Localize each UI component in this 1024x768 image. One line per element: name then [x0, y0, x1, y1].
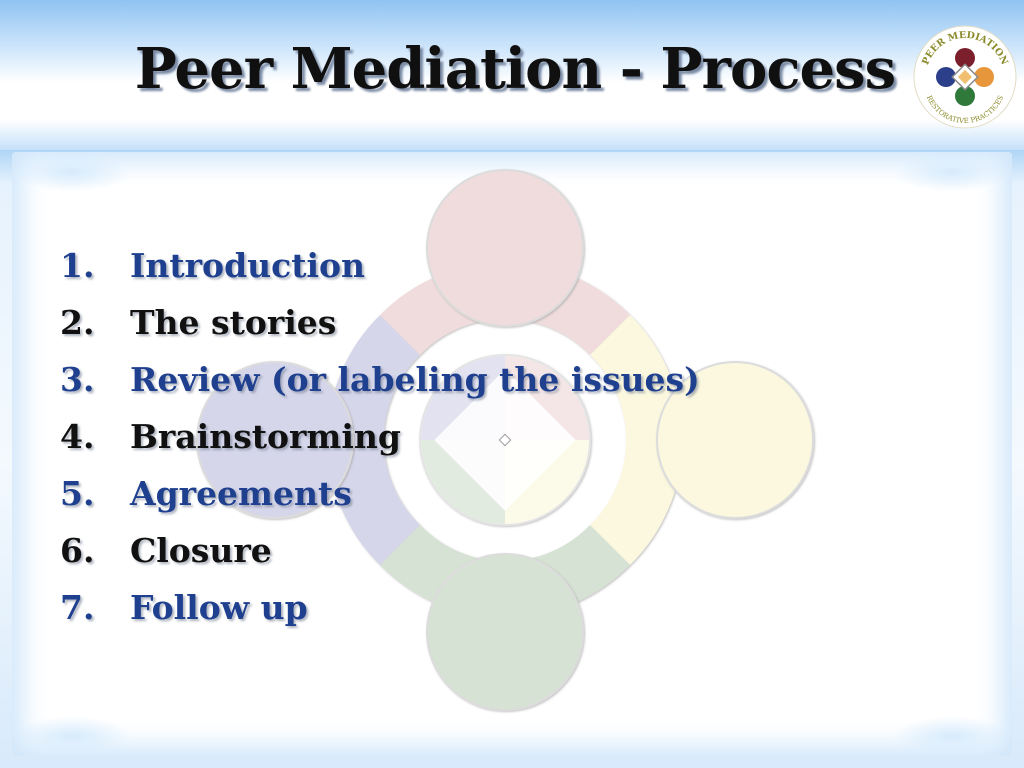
corner-glow: [892, 716, 1012, 756]
step-item: 3. Review (or labeling the issues): [60, 360, 700, 417]
step-label: Closure: [130, 531, 272, 570]
corner-glow: [12, 716, 132, 756]
process-steps-list: 1. Introduction 2. The stories 3. Review…: [60, 246, 700, 645]
circle-left: [196, 361, 354, 519]
step-number: 3.: [60, 360, 95, 399]
title-band: [0, 0, 1024, 150]
ring-segment-right: [590, 315, 683, 565]
step-label: The stories: [130, 303, 337, 342]
step-label: Introduction: [130, 246, 366, 285]
circle-right: [656, 361, 814, 519]
step-number: 2.: [60, 303, 95, 342]
step-number: 5.: [60, 474, 95, 513]
ring-segment-left: [327, 315, 420, 565]
corner-glow: [892, 152, 1012, 192]
step-item: 7. Follow up: [60, 588, 700, 645]
step-number: 6.: [60, 531, 95, 570]
step-label: Follow up: [130, 588, 308, 627]
step-label: Brainstorming: [130, 417, 401, 456]
step-number: 7.: [60, 588, 95, 627]
center-disc: [419, 354, 591, 526]
page-title: Peer Mediation - Process: [134, 36, 896, 102]
corner-glow: [12, 152, 132, 192]
step-item: 5. Agreements: [60, 474, 700, 531]
step-number: 1.: [60, 246, 95, 285]
peer-mediation-logo: PEER MEDIATION RESTORATIVE PRACTICES: [913, 25, 1017, 129]
step-number: 4.: [60, 417, 95, 456]
peer-mediation-logo-icon: [936, 48, 994, 106]
step-item: 4. Brainstorming: [60, 417, 700, 474]
step-item: 2. The stories: [60, 303, 700, 360]
step-label: Review (or labeling the issues): [130, 360, 700, 399]
cycle-diagram: [196, 169, 814, 711]
step-item: 6. Closure: [60, 531, 700, 588]
step-label: Agreements: [130, 474, 352, 513]
circle-bottom: [426, 553, 584, 711]
step-item: 1. Introduction: [60, 246, 700, 303]
circle-top: [426, 169, 584, 327]
